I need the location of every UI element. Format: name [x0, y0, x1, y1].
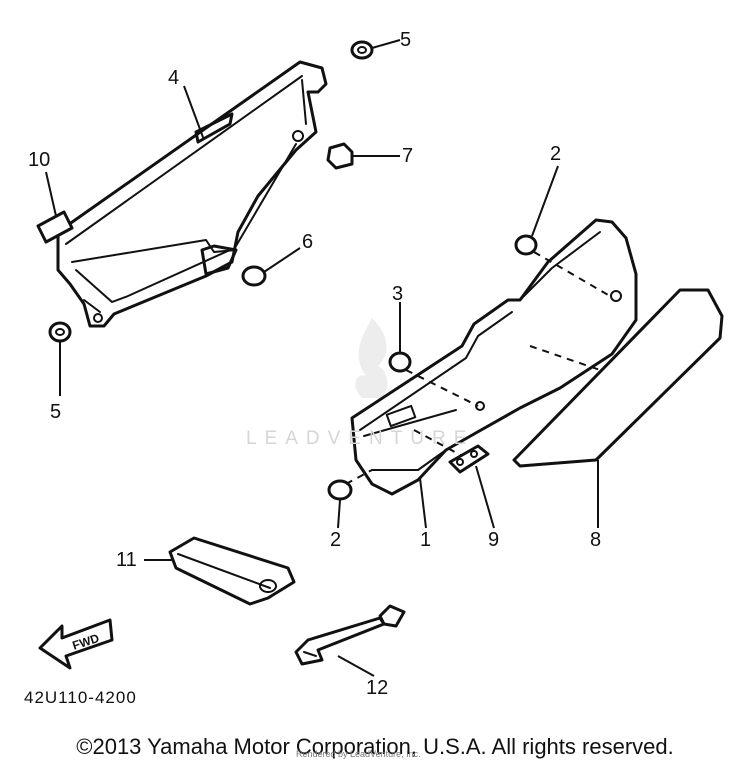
callout-2-top: 2 [550, 143, 561, 165]
drawing-code: 42U110-4200 [24, 688, 137, 707]
part-7-collar [326, 142, 354, 170]
part-11-pad [168, 536, 296, 606]
part-10-label-pad [36, 210, 74, 244]
callout-2-bottom: 2 [330, 529, 341, 551]
callout-6: 6 [302, 231, 313, 253]
part-2-grommet-top [514, 234, 538, 256]
callout-5-top: 5 [400, 29, 411, 51]
leader-5-top [371, 39, 401, 49]
leader-2-bottom [337, 499, 341, 529]
leader-10 [45, 171, 57, 217]
watermark-logo-icon [355, 318, 388, 398]
callout-12: 12 [366, 677, 388, 699]
assembly-line-9 [413, 429, 467, 459]
leader-12 [337, 655, 375, 677]
callout-11: 11 [116, 549, 137, 571]
part-8-emblem-panel [512, 288, 724, 468]
callout-5-bottom: 5 [50, 401, 61, 423]
part-4-bracket [56, 60, 328, 328]
leader-1 [419, 477, 427, 529]
assembly-line-2 [533, 251, 611, 297]
part-5-grommet-bottom [48, 321, 72, 343]
fwd-arrow-icon: FWD [38, 618, 114, 670]
copyright-notice: ©2013 Yamaha Motor Corporation, U.S.A. A… [76, 734, 674, 759]
callout-8: 8 [590, 529, 601, 551]
callout-9: 9 [488, 529, 499, 551]
leader-2-top [531, 165, 559, 237]
callout-4: 4 [168, 67, 179, 89]
part-9-clip [448, 444, 490, 474]
part-6-grommet [241, 265, 267, 287]
callout-10: 10 [28, 149, 50, 171]
part-5-grommet-top [350, 40, 374, 60]
part-2-grommet-bottom [327, 479, 353, 501]
assembly-line-8 [529, 345, 601, 371]
watermark-text: LEADVENTURE [246, 428, 475, 449]
part-1-side-cover [350, 218, 638, 496]
assembly-line-2b [345, 469, 373, 485]
leader-4 [183, 85, 205, 141]
callout-7: 7 [402, 145, 413, 167]
callout-3: 3 [392, 283, 403, 305]
callout-1: 1 [420, 529, 431, 551]
assembly-line-3 [405, 369, 479, 407]
part-12-strap [294, 604, 406, 666]
part-3-grommet [388, 351, 412, 373]
render-note: Rendered by LeadVenture, Inc. [296, 749, 421, 759]
leader-6 [263, 247, 301, 273]
leader-9 [475, 465, 495, 529]
